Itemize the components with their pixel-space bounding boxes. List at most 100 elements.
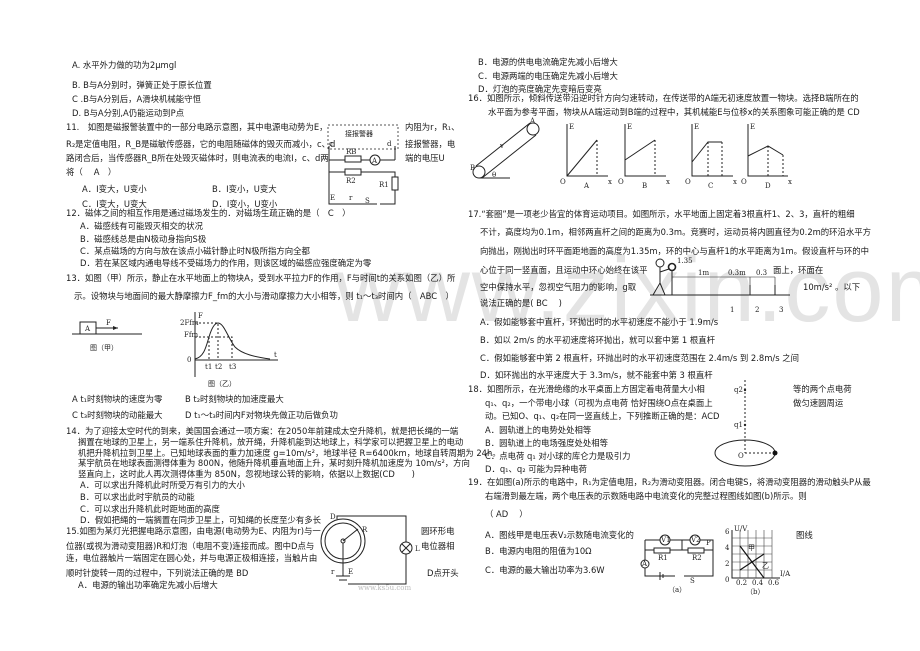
q11-side: 内阻为r，R₁、: [405, 122, 460, 132]
l-label: L: [415, 545, 420, 553]
x-axis: x: [666, 178, 670, 186]
q10-option-c: C .B与A分别后，A滑块机械能守恒: [72, 94, 201, 104]
charged-ball: [772, 450, 778, 456]
q19-line: （ AD ）: [485, 509, 528, 519]
rb-label: RB: [346, 148, 356, 156]
r-label: R: [362, 526, 368, 534]
pole-2-label: 2: [755, 306, 759, 314]
q18-option-c: C．点电荷 q₁ 对小球的库仑力是吸引力: [485, 451, 631, 461]
q17-option-b: B．如以 2m/s 的水平初速度将环抛出，就可以套中第 1 根直杆: [480, 335, 716, 345]
ring-icon: [667, 262, 677, 272]
ammeter-icon: [369, 154, 381, 166]
q13-line: 示。设物块与地面间的最大静摩擦力F_fm的大小与滑动摩擦力大小相等，则 t₁～t…: [74, 291, 454, 301]
q11-side: 端的电压U: [405, 153, 445, 163]
q15-line: 顺时针旋转一周的过程中，下列说法正确的是 BD: [66, 568, 249, 578]
q13-option-c: C t₃时刻物块的动能最大: [72, 410, 163, 420]
v-label: v: [499, 142, 504, 150]
r-label: r: [349, 194, 353, 202]
lamp-cross: [401, 543, 411, 553]
ammeter-icon: [640, 559, 650, 569]
e-label: E: [330, 194, 335, 202]
arrowhead-icon: [113, 326, 118, 330]
q15-line: 15.如图为某灯光把握电路示意图，由电源(电动势为E、内阻为r)与一: [66, 526, 321, 536]
ammeter-label: A: [371, 157, 378, 165]
graph-b: U/V I/A 6 4 2 0 0.2 0.4 0.6 甲 乙 （b）: [725, 525, 791, 596]
x-tick: 0.6: [768, 579, 780, 587]
watermark: www.zixin.com.cn: [335, 239, 920, 341]
q15-side: D点开头: [427, 568, 459, 578]
q15-circuit-figure: D R L E r www.ks5u.com: [320, 513, 420, 592]
person-body: [652, 267, 670, 296]
y-tick: 4: [725, 544, 730, 552]
pole-lines: [749, 277, 776, 295]
q14-option-c: C．可以求出升降机此时距地面的高度: [80, 504, 220, 514]
q18-side: 做匀速圆周运: [793, 398, 844, 408]
battery-icon: [336, 575, 350, 581]
alarm-label: 接报警器: [345, 129, 373, 138]
q17-line: 向抛出，刚抛出时环平面距地面的高度为1.35m，环的中心与直杆1的水平距离为1m…: [480, 246, 869, 256]
circuit-a-wires: [644, 539, 714, 577]
q18-line: 动。已知O、q₁、q₂在同一竖直线上，下列推断正确的是：ACD: [485, 411, 720, 421]
q17-option-a: A．假如能够套中直杆，环抛出时的水平初速度不能小于 1.9m/s: [480, 317, 719, 327]
x-tick: t1: [205, 363, 212, 371]
y-tick: 0: [187, 356, 191, 364]
q18-line: 18．如图所示，在光滑绝缘的水平桌面上方固定着电荷量大小相: [468, 384, 705, 394]
x-tick: t2: [215, 363, 222, 371]
q17-line: 空中保持水平，忽视空气阻力的影响，g取: [480, 282, 637, 292]
x-axis: x: [788, 178, 792, 186]
force-label: F: [106, 319, 111, 327]
caption-d: D: [765, 182, 771, 190]
slider-contact: [342, 528, 359, 542]
q13-line: 13．如图（甲）所示，静止在水平地面上的物块A，受到水平拉力F的作用，F与时间t…: [66, 273, 456, 283]
q10-option-b: B. B与A分别时，弹簧正处于原长位置: [72, 80, 212, 90]
q14-option-a: A．可以求出升降机此时所受万有引力的大小: [80, 480, 245, 490]
x-axis-label: I/A: [780, 570, 791, 578]
caption-yi: 图（乙）: [208, 380, 236, 388]
q19-option-c: C．电源的最大输出功率为3.6W: [485, 565, 605, 575]
q12-stem: 12．磁体之间的相互作用是通过磁场发生的．对磁场生疏正确的是（ C ）: [66, 208, 351, 218]
q12-option-d: D．若在某区域内通电导线不受磁场力的作用，则该区域的磁感应强度确定为零: [80, 258, 372, 268]
q14-option-b: B．可以求出此时宇航员的动能: [80, 492, 195, 502]
q15-option-c: C．电源两端的电压确定先减小后增大: [478, 71, 618, 81]
q16-line: 水平面为参考平面，物块从A端运动到B端的过程中，其机械能E与位移x的关系图象可能…: [488, 107, 860, 117]
caption-c: C: [708, 182, 713, 190]
x-axis: x: [608, 178, 612, 186]
e-axis: E: [694, 123, 699, 131]
q15-line: 位器(或视为滑动变阻器)R和灯泡（电阻不变)连接而成。图中D点与: [66, 541, 315, 551]
q10-option-d: D. B与A分别,A仍能运动到P点: [72, 108, 185, 118]
q12-option-b: B．磁感线总是由N极动身指向S极: [80, 234, 207, 244]
site-watermark: www.ks5u.com: [358, 584, 412, 592]
graph-lines: [739, 545, 765, 579]
q11-option-a: A．I变大，U变小: [82, 184, 147, 194]
r1-label: R1: [658, 554, 668, 562]
y-tick: 2: [725, 560, 729, 568]
q17-option-c: C．假如能够套中第 2 根直杆，环抛出时的水平初速度范围在 2.4m/s 到 2…: [480, 353, 799, 363]
charge-q1: [743, 423, 747, 427]
voltmeter-v1: [659, 534, 671, 546]
y-axis-label: U/V: [734, 525, 748, 533]
q19-line: 右端滑到最左端，两个电压表的示数随电路中电流变化的完整过程图线如图(b)所示。则: [485, 491, 807, 501]
q17-line: 心位于同一竖直面，且运动中环心始终在该平: [480, 265, 648, 275]
q13-option-a: A t₁时刻物块的速度为零: [72, 394, 163, 404]
caption-jia: 图（甲）: [90, 344, 118, 352]
origin: O: [741, 178, 747, 186]
resistor-r1: [391, 176, 399, 191]
q17-option-d: D．如环抛出的水平速度大于 3.3m/s，就不能套中第 3 根直杆: [480, 370, 713, 380]
alarm-box: [327, 124, 399, 150]
caption-b: B: [642, 182, 647, 190]
q15-option-d: D．灯泡的亮度确定先变暗后变亮: [478, 84, 602, 94]
switch-label: S: [365, 197, 370, 205]
dist-03: 0.3: [756, 269, 767, 277]
origin: O: [618, 178, 624, 186]
charge-q2: [743, 388, 747, 392]
e-axis: E: [569, 123, 574, 131]
resistor-rb: [344, 155, 362, 163]
o-label: O: [738, 452, 744, 460]
q14-line: 14．为了迎接太空时代的到来，美国国会通过一项方案：在2050年前建成太空升降机…: [66, 426, 459, 436]
resistor-r1: [653, 547, 671, 554]
q19-line: 19．在如图(a)所示的电路中，R₁为定值电阻，R₂为滑动变阻器。闭合电键S，将…: [468, 477, 871, 487]
q13-option-d: D t₁～t₃时间内F对物块先做正功后做负功: [185, 410, 338, 420]
